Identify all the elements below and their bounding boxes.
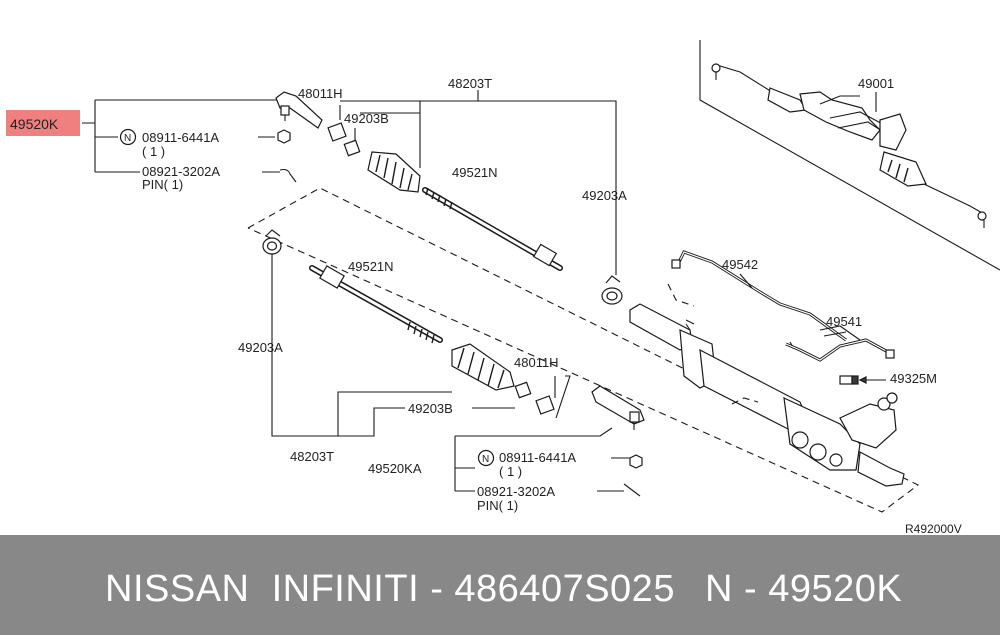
- label-pin-qty-upper: PIN( 1): [142, 177, 183, 192]
- label-08911-6441A-upper[interactable]: 08911-6441A: [142, 130, 219, 145]
- label-48203T-upper[interactable]: 48203T: [448, 76, 492, 91]
- tube-49542[interactable]: [671, 250, 847, 342]
- nut-upper[interactable]: [277, 129, 291, 144]
- arrow-49325M: [858, 376, 867, 384]
- label-49520KA[interactable]: 49520KA: [368, 461, 422, 476]
- dashed-outline-lower: [247, 187, 920, 513]
- label-48011H-upper[interactable]: 48011H: [298, 86, 343, 101]
- tube-49541[interactable]: [785, 325, 895, 362]
- circle-n-upper: [119, 128, 137, 146]
- boot-upper[interactable]: [367, 151, 421, 193]
- label-08921-3202A-upper[interactable]: 08921-3202A: [142, 164, 220, 179]
- leader-49542: [739, 273, 753, 289]
- label-08921-3202A-lower[interactable]: 08921-3202A: [477, 484, 555, 499]
- label-49520K[interactable]: 49520K: [10, 116, 59, 132]
- band-49203A-lower[interactable]: [262, 229, 282, 255]
- label-49325M[interactable]: 49325M: [890, 371, 937, 386]
- tie-rod-end-upper[interactable]: [275, 91, 323, 129]
- circle-n-letter-upper: N: [124, 133, 131, 144]
- label-nut-qty-lower: ( 1 ): [499, 464, 522, 479]
- label-49203B-lower[interactable]: 49203B: [408, 401, 453, 416]
- footer-bar: NISSAN INFINITI - 486407S025 N - 49520K: [0, 535, 1000, 635]
- label-49203A-lower[interactable]: 49203A: [238, 340, 283, 355]
- pin-upper[interactable]: [279, 168, 297, 183]
- footer-part-number: N - 49520K: [705, 568, 903, 610]
- label-49203B-upper[interactable]: 49203B: [344, 111, 389, 126]
- gear-housing[interactable]: [629, 303, 905, 487]
- gear-assembly-49001[interactable]: [699, 40, 1000, 271]
- o-ring-49325M[interactable]: [839, 375, 859, 385]
- footer-title: NISSAN INFINITI - 486407S025: [105, 568, 675, 610]
- inner-socket-upper[interactable]: [422, 187, 563, 271]
- label-49542[interactable]: 49542: [722, 257, 758, 272]
- tie-rod-end-lower[interactable]: [591, 385, 645, 430]
- label-49001[interactable]: 49001: [858, 76, 894, 91]
- band-49203B-lower[interactable]: [514, 381, 532, 399]
- inner-socket-lower[interactable]: [309, 265, 443, 344]
- ref-code: R492000V: [905, 522, 962, 535]
- selected-part-highlight: [6, 110, 80, 136]
- label-49521N-lower[interactable]: 49521N: [348, 259, 394, 274]
- circle-n-letter-lower: N: [482, 454, 489, 465]
- label-48011H-lower[interactable]: 48011H: [514, 355, 559, 370]
- boot-clamp-48011H-upper[interactable]: [327, 122, 347, 142]
- band-49203B-upper[interactable]: [343, 139, 361, 157]
- label-pin-qty-lower: PIN( 1): [477, 498, 518, 513]
- circle-n-lower: [477, 449, 495, 467]
- label-08911-6441A-lower[interactable]: 08911-6441A: [499, 450, 576, 465]
- label-nut-qty-upper: ( 1 ): [142, 144, 165, 159]
- upper-callout-lines: [82, 90, 617, 275]
- lower-callout-lines: [271, 254, 630, 492]
- pin-lower[interactable]: [623, 483, 641, 497]
- label-48203T-lower[interactable]: 48203T: [290, 449, 334, 464]
- parts-diagram: 49520K N 08911-6441A ( 1 ) 08921-3202A P…: [6, 40, 1000, 535]
- boot-clamp-48011H-lower[interactable]: [535, 395, 555, 415]
- nut-lower[interactable]: [629, 454, 643, 469]
- band-49203A-upper[interactable]: [601, 275, 623, 305]
- label-49203A-upper[interactable]: 49203A: [582, 188, 627, 203]
- boot-lower[interactable]: [451, 343, 515, 391]
- label-49521N-upper[interactable]: 49521N: [452, 165, 498, 180]
- label-49541[interactable]: 49541: [826, 314, 862, 329]
